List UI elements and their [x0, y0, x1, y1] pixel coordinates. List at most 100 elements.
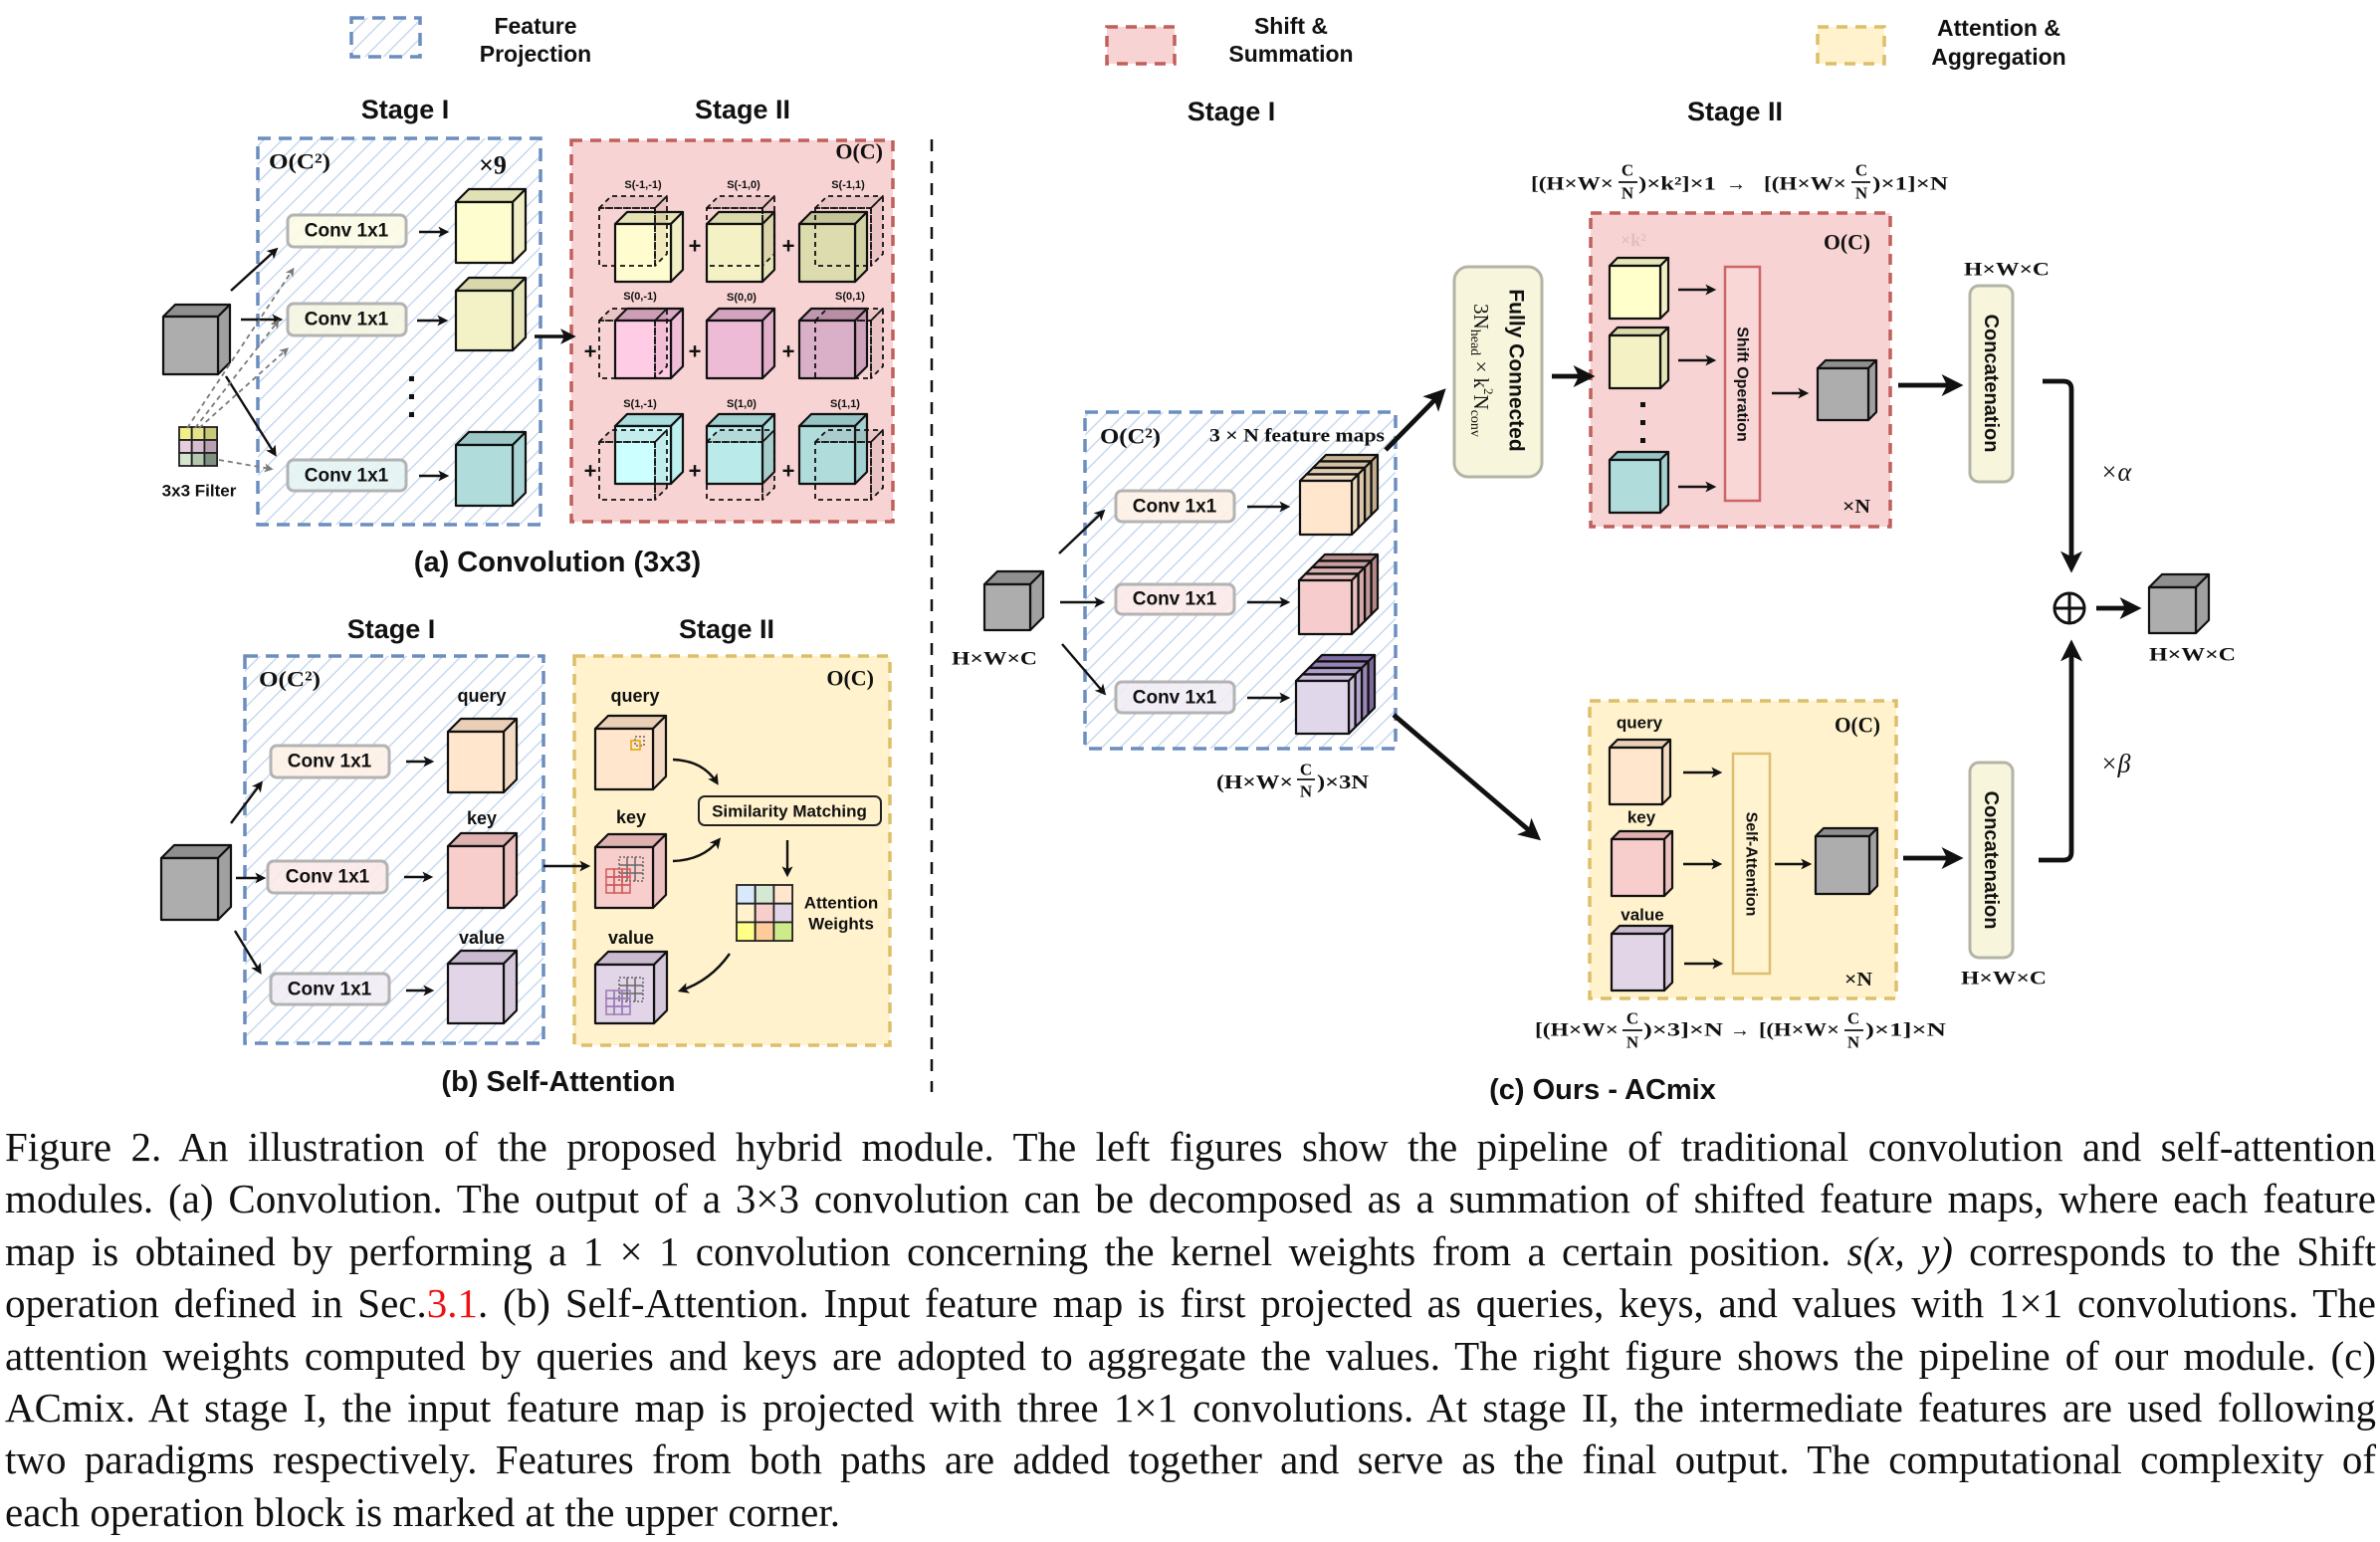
cube-front-face [446, 844, 506, 910]
panel-c-query-label: query [1617, 714, 1663, 733]
cube-side-face [651, 832, 668, 910]
shape-layer [159, 187, 2211, 1025]
arrow-a-input-to-conv9 [224, 375, 277, 457]
legend-feature-projection-label: Projection [480, 41, 591, 67]
self-attention-label-group: Self-Attention [1743, 812, 1760, 917]
cube-front-face [706, 441, 763, 501]
cube-side-face [761, 429, 775, 501]
legend-shift-summation-swatch [1105, 25, 1177, 66]
panel-a-feature-map-1 [454, 187, 528, 265]
cube-front-face [1608, 458, 1662, 515]
ellipsis-dot [409, 376, 414, 381]
ellipsis-dot [409, 412, 414, 417]
cube-front-face [1294, 679, 1351, 736]
grid-cell [621, 884, 631, 894]
cube-front-face [705, 319, 764, 380]
legend-shift-summation-label: Summation [1228, 41, 1353, 67]
arrow-c-input-to-conv3 [1061, 643, 1107, 696]
shifted-feature-map-2-1 [705, 412, 776, 486]
shift-operation-box [1723, 265, 1762, 503]
cube-top-face [1814, 826, 1879, 838]
panel-a-conv-label: Conv 1x1 [305, 466, 389, 487]
cube-side-face [654, 429, 668, 501]
stage1-output-shape-part: (H×W× [1216, 771, 1293, 793]
cube-front-face [814, 207, 872, 267]
grid-cell [630, 740, 641, 751]
shift-label: S(1,1) [830, 398, 860, 410]
shift-offset-outline-2-0 [598, 429, 668, 501]
panel-c-shift-input-k2 [1608, 450, 1670, 515]
caption-line: attention weights computed by queries an… [5, 1330, 2376, 1382]
legend-attention-aggregation-label: Attention & [1937, 15, 2060, 41]
caption-text: ACmix. At stage I, the input feature map… [5, 1384, 2376, 1431]
panel-b-stage2-complexity: O(C) [826, 666, 874, 691]
arrow-c-maps-to-fully-connected [1384, 388, 1446, 452]
caption-text: operation defined in Sec. [5, 1280, 427, 1327]
panel-b-conv-box-query [269, 744, 391, 779]
panel-b-value-label: value [459, 928, 505, 948]
shift-label: S(1,0) [727, 398, 757, 410]
grid-cell [754, 902, 775, 924]
panel-a-repeat-count: ×9 [479, 151, 507, 180]
section-reference-link[interactable]: 3.1 [426, 1280, 479, 1327]
stage1-output-shape-denominator: N [1300, 782, 1313, 801]
legend-attention-aggregation-label: Aggregation [1931, 44, 2065, 70]
arrow-b-query-to-similarity [672, 758, 719, 785]
panel-c-shift-input-1 [1608, 256, 1670, 321]
fully-connected-title: Fully Connected [1505, 289, 1528, 451]
plus-sign: + [782, 339, 795, 364]
cube-front-face [446, 730, 506, 794]
shift-label: S(0,1) [835, 291, 865, 303]
cube-side-face [1660, 738, 1672, 806]
shift-offset-outline-2-2 [814, 429, 884, 501]
legend-shift-summation-label: Shift & [1254, 13, 1328, 39]
panel-c-attn-key [1610, 829, 1674, 898]
fc-dim-part: N [1469, 395, 1493, 410]
caption-line: operation defined in Sec.3.1. (b) Self-A… [5, 1277, 2376, 1329]
cube-front-face [1814, 834, 1871, 896]
concatenation-label-group: Concatenation [1980, 791, 2002, 930]
grid-cell [772, 884, 794, 905]
shifted-feature-map-1-1 [705, 307, 776, 380]
caption-line: two paradigms respectively. Features fro… [5, 1433, 2376, 1485]
cube-front-face [797, 222, 857, 284]
cube-front-face [1610, 837, 1666, 898]
panel-b-key-map [446, 831, 519, 910]
shift-offset-outline-1-2 [814, 308, 884, 379]
cube-side-face [654, 195, 668, 267]
attention-weights-label: Attention [804, 894, 879, 913]
fully-connected-dimensions: 3Nhead × k2Nconv [1468, 304, 1497, 437]
panel-b-conv-box-key [266, 859, 389, 895]
attention-formula-part: )×3]×N [1643, 1020, 1723, 1041]
panel-a-conv-box-2 [286, 302, 408, 337]
panel-a-stage1-complexity: O(C²) [269, 149, 330, 174]
cube-front-face [161, 315, 220, 376]
attention-formula-numerator: C [1847, 1009, 1859, 1028]
cube-front-face [1816, 366, 1870, 422]
grid-cell [736, 902, 757, 924]
shift-formula-numerator: C [1622, 161, 1633, 180]
grid-cell [736, 921, 757, 943]
cube-side-face [1662, 924, 1674, 992]
similarity-matching-label: Similarity Matching [712, 802, 867, 821]
cube-front-face [1608, 746, 1664, 806]
grid-cell [203, 452, 218, 467]
grid-cell [178, 452, 193, 467]
plus-sign: + [782, 459, 795, 484]
caption-line: Figure 2. An illustration of the propose… [5, 1121, 2376, 1173]
caption-line: map is obtained by performing a 1 × 1 co… [5, 1225, 2376, 1277]
panel-b-conv-label: Conv 1x1 [288, 980, 372, 1000]
panel-c-value-feature-maps [1294, 653, 1377, 736]
cube-front-face [613, 222, 673, 284]
panel-a-feature-map-2 [454, 276, 528, 352]
concatenation-label: Concatenation [1980, 791, 2002, 930]
arrow-c-concat-attn-to-sum [2039, 639, 2083, 863]
arrow-b-input-to-value-conv [233, 930, 262, 975]
cube-side-face [216, 843, 233, 922]
query-patch [630, 740, 641, 751]
shift-offset-outline-0-0 [598, 195, 668, 267]
cube-front-face [814, 441, 872, 501]
fc-dim-part: 3N [1469, 304, 1493, 330]
shifted-feature-map-1-0 [613, 307, 685, 380]
grid-cell [621, 1005, 631, 1015]
